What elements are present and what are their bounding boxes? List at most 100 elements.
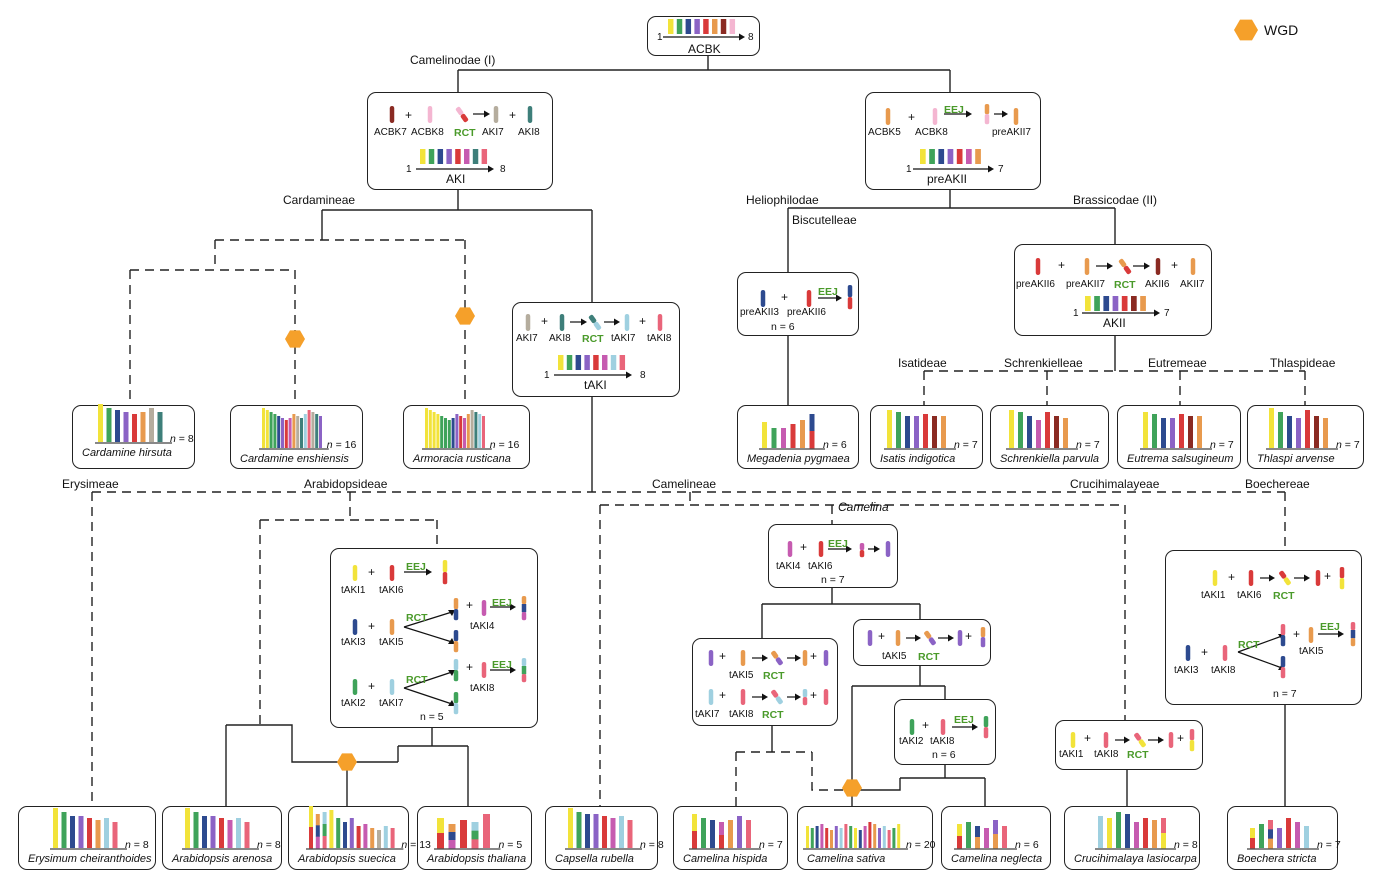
plus-sign: + xyxy=(1084,731,1092,745)
species-chromosome-bar xyxy=(463,418,466,448)
chromosome xyxy=(527,106,533,123)
arrow-head xyxy=(988,165,994,173)
species-chromosome-bar xyxy=(1179,414,1184,448)
chromosome xyxy=(521,658,527,667)
eej-label: EEJ xyxy=(406,561,426,573)
n-value: = 5 xyxy=(507,839,523,851)
chromosome xyxy=(389,619,395,635)
species-chromosome-bar xyxy=(1323,418,1328,448)
clade-label-arabidopsideae: Arabidopsideae xyxy=(304,477,388,491)
species-megadenia-pygmaea xyxy=(737,405,859,469)
species-chromosome-bar xyxy=(619,816,624,848)
part-label: tAKI5 xyxy=(1299,646,1324,657)
species-chromosome-bar xyxy=(863,826,867,848)
akii-block xyxy=(1140,296,1146,311)
aki-block xyxy=(464,149,470,164)
arrow-head xyxy=(1144,262,1150,270)
species-chromosome-bar xyxy=(244,822,250,848)
preakii-block xyxy=(975,149,981,164)
species-chromosome-bar xyxy=(1197,416,1202,448)
rct-translocation xyxy=(455,106,469,123)
part-label: tAKI8 xyxy=(930,736,955,747)
species-chromosome-bar xyxy=(106,408,112,442)
part-label: ACBK8 xyxy=(411,127,444,138)
rct-part xyxy=(775,657,783,666)
rct-label: RCT xyxy=(582,333,604,345)
part-label: ACBK5 xyxy=(868,127,901,138)
karyotype-name-akii: AKII xyxy=(1103,316,1126,330)
species-chromosome-bar xyxy=(839,828,843,848)
species-chromosome-bar xyxy=(1161,833,1166,849)
chromosome xyxy=(1035,258,1041,275)
rct-label: RCT xyxy=(406,674,428,686)
rct-part xyxy=(593,321,602,331)
eej-label: EEJ xyxy=(828,538,848,550)
clade-label-boechereae: Boechereae xyxy=(1245,477,1310,491)
chromosome xyxy=(1280,624,1286,636)
chromosome xyxy=(847,285,853,298)
chromosome xyxy=(885,108,891,125)
species-chromosome-bar xyxy=(1268,829,1273,839)
rct-translocation xyxy=(924,630,936,646)
arrow-head xyxy=(948,634,954,642)
acbk-block xyxy=(694,19,700,34)
part-label: tAKI6 xyxy=(808,561,833,572)
chromosome xyxy=(481,662,487,678)
species-chromosome-bar xyxy=(265,410,269,448)
species-chromosome-bar xyxy=(882,826,886,848)
part-label: tAKI4 xyxy=(776,561,801,572)
species-chromosome-bar xyxy=(701,818,706,848)
part-label: tAKI7 xyxy=(379,698,404,709)
species-chromosome-bar xyxy=(1296,418,1301,448)
species-chromosome-bar xyxy=(966,822,971,848)
part-label: tAKI2 xyxy=(899,736,924,747)
n-value: = 8 xyxy=(1182,839,1198,851)
n-symbol: n xyxy=(125,839,131,851)
taki-block xyxy=(584,355,590,370)
n-symbol: n xyxy=(1317,839,1323,851)
species-chromosome-number: n = 6 xyxy=(823,439,847,451)
species-chromosome-number: n = 7 xyxy=(759,839,783,851)
species-chromosome-bar xyxy=(322,824,327,837)
eej-label: EEJ xyxy=(492,597,512,609)
dashed-branch xyxy=(811,752,852,791)
arrow-head xyxy=(1338,630,1344,638)
chromosome xyxy=(823,650,829,666)
species-chromosome-bar xyxy=(277,416,281,448)
rct-label: RCT xyxy=(1238,639,1260,651)
species-chromosome-bar xyxy=(284,420,288,448)
chromosome xyxy=(493,106,499,123)
species-chromosome-number: n = 7 xyxy=(954,439,978,451)
clade-label-camelineae: Camelineae xyxy=(652,477,717,491)
akii-block xyxy=(1085,296,1091,311)
chromosome xyxy=(521,674,527,683)
n-value: = 16 xyxy=(335,439,357,451)
species-chromosome-number: n = 7 xyxy=(1076,439,1100,451)
fork-arm xyxy=(403,626,453,643)
species-chromosome-bar xyxy=(440,416,444,448)
species-chromosome-bar xyxy=(281,418,284,448)
species-chromosome-bar xyxy=(1143,818,1148,848)
part-label: tAKI8 xyxy=(729,709,754,720)
species-chromosome-bar xyxy=(957,824,962,837)
plus-sign: + xyxy=(541,314,549,328)
n-value: = 8 xyxy=(265,839,281,851)
species-chromosome-bar xyxy=(1250,828,1255,839)
part-label: tAKI8 xyxy=(470,683,495,694)
n-symbol: n xyxy=(640,839,646,851)
species-chromosome-bar xyxy=(315,414,319,448)
species-chromosome-bar xyxy=(602,816,607,848)
chromosome xyxy=(983,716,989,728)
rct-translocation xyxy=(1279,570,1291,586)
n-value: = 7 xyxy=(1084,439,1100,451)
species-chromosome-bar xyxy=(993,834,998,849)
n-symbol: n xyxy=(326,439,333,451)
n-value: = 20 xyxy=(914,839,936,851)
chromosome xyxy=(481,600,487,616)
species-chromosome-bar xyxy=(428,410,432,448)
akii-block xyxy=(1131,296,1137,311)
species-chromosome-bar xyxy=(425,408,428,448)
species-name: Isatis indigotica xyxy=(880,453,956,465)
species-name: Eutrema salsugineum xyxy=(1127,453,1234,465)
acbk-block xyxy=(676,19,683,34)
